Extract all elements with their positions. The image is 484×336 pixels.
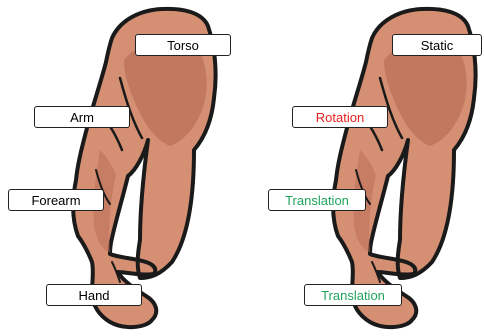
left-label-forearm: Forearm (8, 189, 104, 211)
right-label-torso: Static (392, 34, 482, 56)
left-label-hand: Hand (46, 284, 142, 306)
left-label-torso: Torso (135, 34, 231, 56)
right-label-arm: Rotation (292, 106, 388, 128)
right-label-forearm: Translation (268, 189, 366, 211)
right-arm-illustration (333, 9, 475, 327)
left-label-arm: Arm (34, 106, 130, 128)
right-label-hand: Translation (304, 284, 402, 306)
